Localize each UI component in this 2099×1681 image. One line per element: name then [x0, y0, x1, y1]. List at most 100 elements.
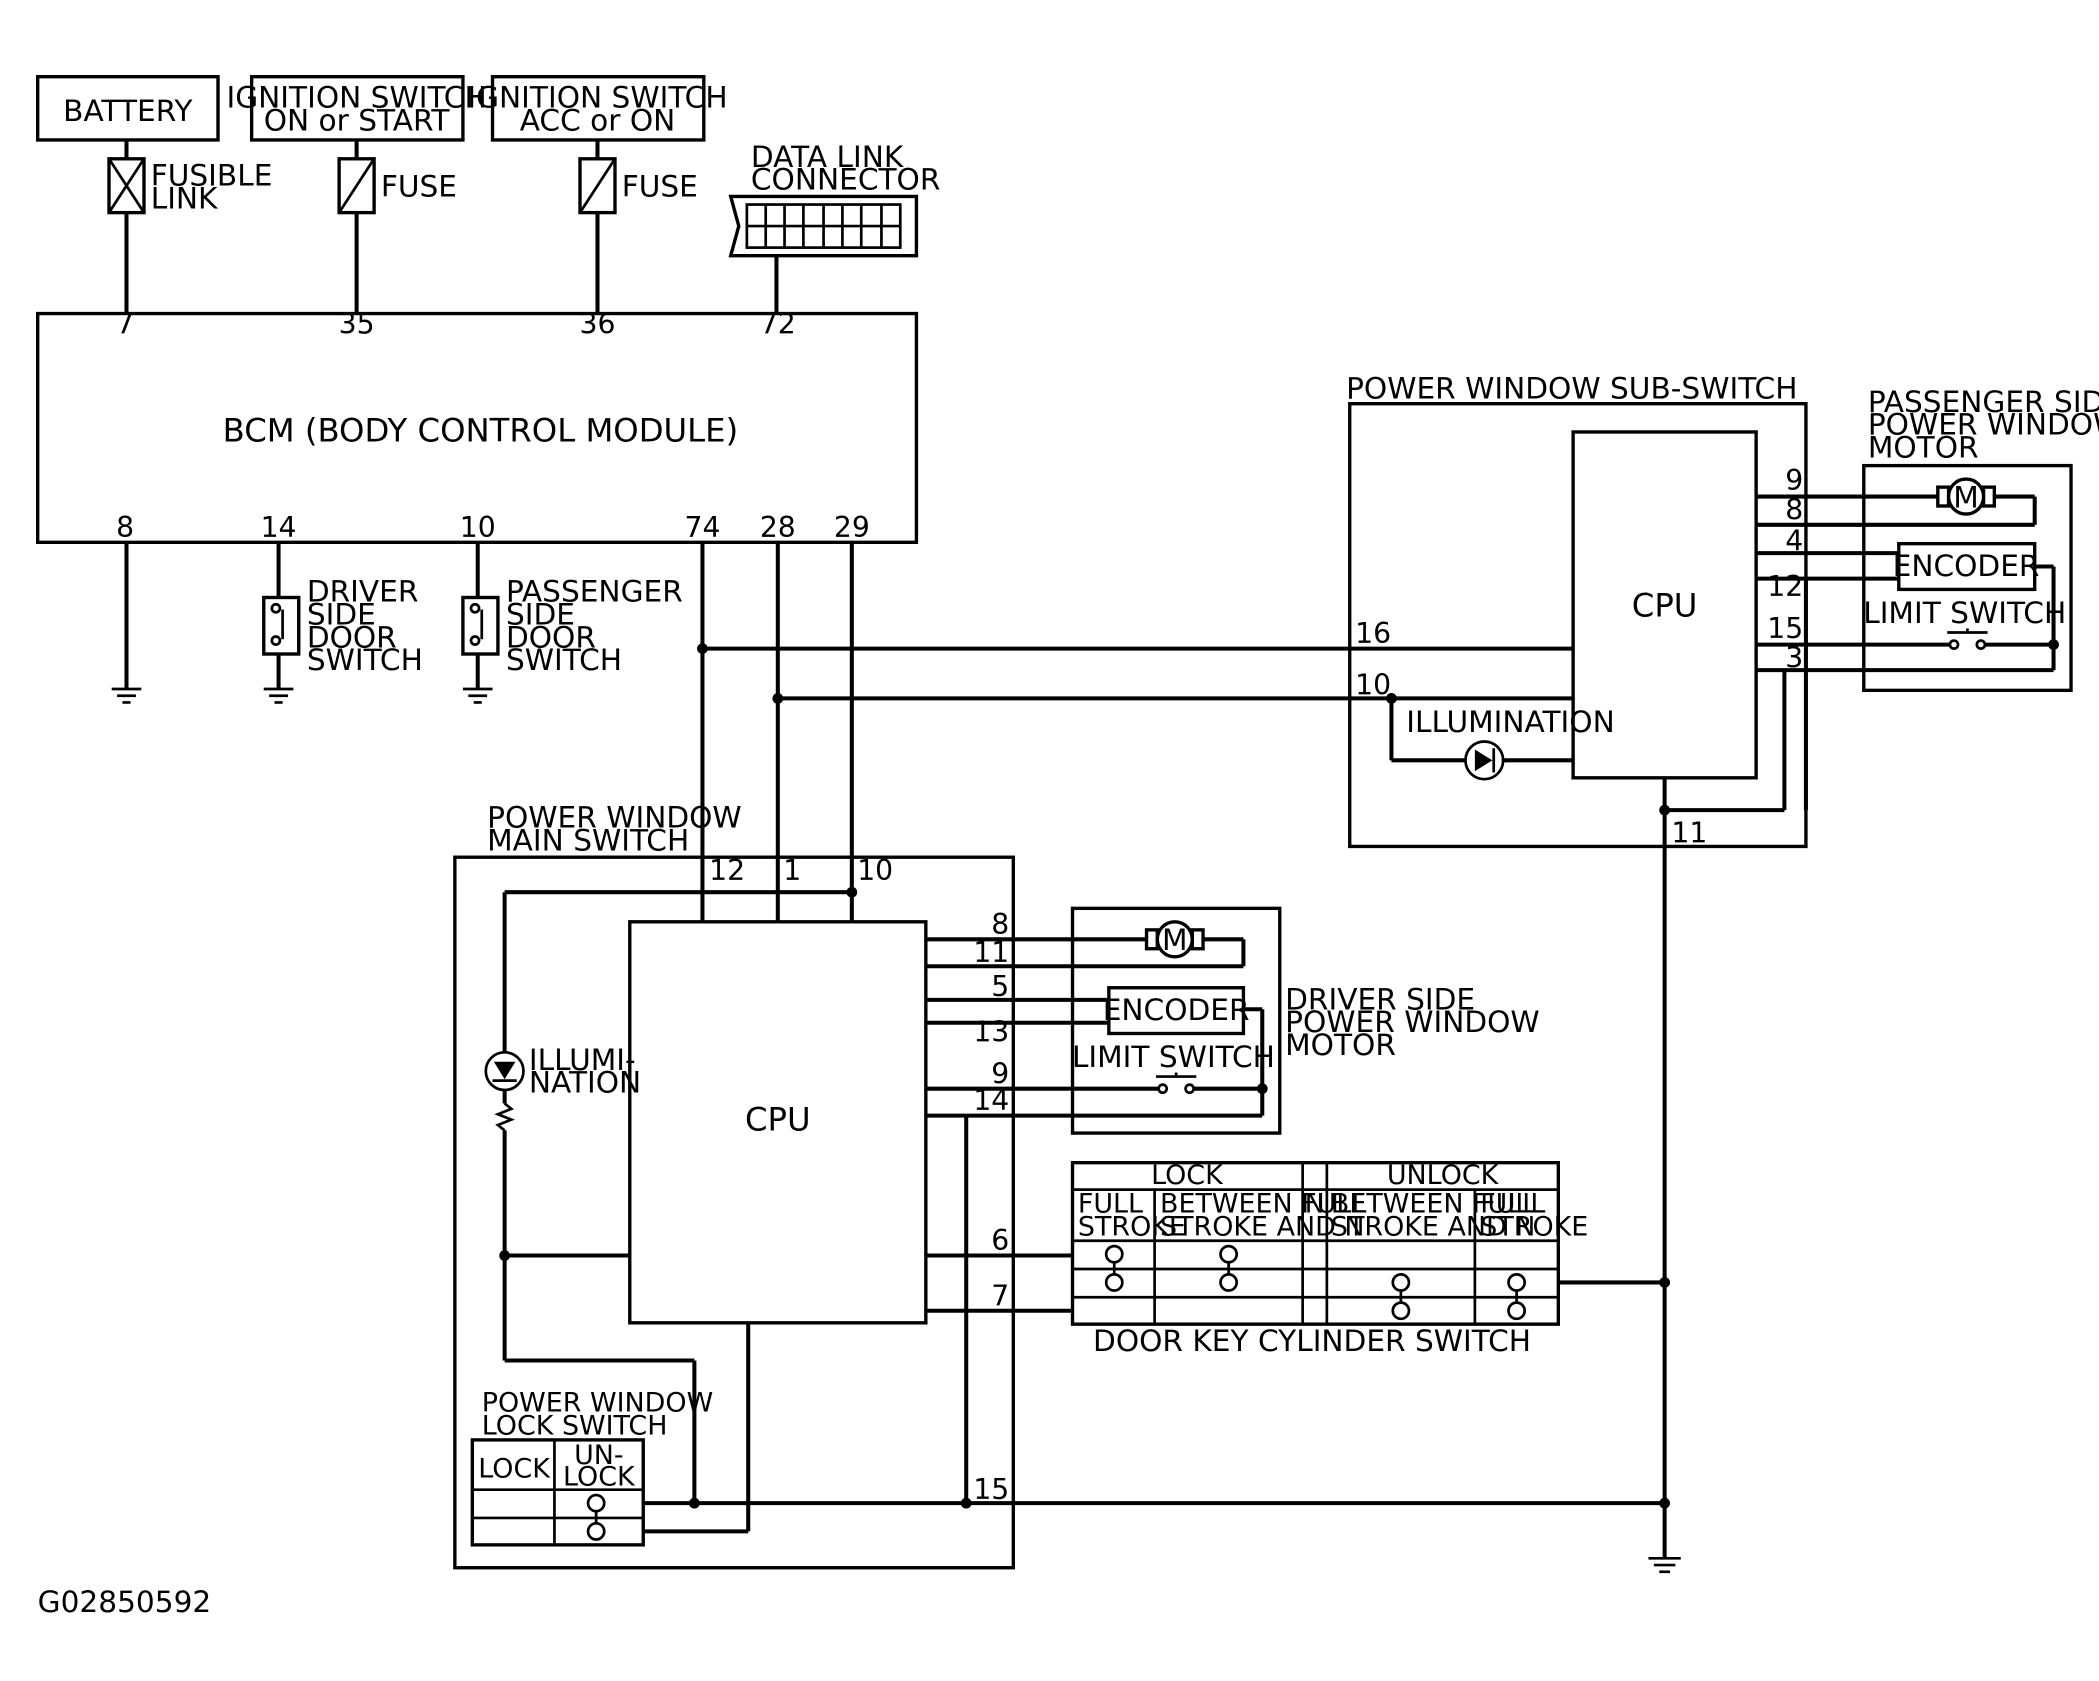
fuse-label-2: FUSE	[622, 169, 698, 203]
figure-id: G02850592	[38, 1585, 212, 1619]
main-pin-6: 6	[991, 1224, 1009, 1257]
main-switch-cpu-label: CPU	[745, 1100, 811, 1138]
driver-door-label-2: SIDE	[307, 597, 376, 631]
bcm-pin-36: 36	[580, 308, 616, 341]
main-ground	[1648, 810, 1681, 1574]
passenger-limit-switch-label: LIMIT SWITCH	[1863, 596, 2066, 630]
fuse-ignition-on-start: FUSE	[337, 139, 457, 314]
power-window-sub-switch: POWER WINDOW SUB-SWITCH CPU 16 10 ILLUMI…	[1346, 371, 1808, 849]
dlc-label-1: DATA LINK	[751, 140, 905, 174]
data-link-connector: DATA LINK CONNECTOR	[728, 140, 940, 314]
driver-door-switch: DRIVER SIDE DOOR SWITCH	[262, 542, 423, 704]
ign-on-start-label-1: IGNITION SWITCH	[227, 81, 487, 115]
fuse-ignition-acc-on: FUSE	[578, 139, 698, 314]
main-pin-5: 5	[991, 970, 1009, 1003]
bcm: BCM (BODY CONTROL MODULE) 7 35 36 72 8 1…	[35, 308, 919, 544]
fuse-label-1: FUSE	[381, 169, 457, 203]
bcm-pin-14: 14	[261, 511, 297, 544]
main-pin-10: 10	[857, 854, 893, 887]
door-key-lock-between-1: BETWEEN FULL	[1160, 1188, 1366, 1219]
ign-acc-on-label-2: ACC or ON	[520, 104, 676, 138]
battery-label: BATTERY	[63, 94, 193, 128]
door-key-unlock-full-1: FULL	[1480, 1188, 1545, 1219]
passenger-motor-title-1: PASSENGER SIDE	[1868, 385, 2099, 419]
door-key-cylinder-switch: LOCK UNLOCK N FULL STROKE BETWEEN FULL S…	[925, 1160, 1671, 1358]
ignition-switch-on-start: IGNITION SWITCH ON or START	[227, 75, 487, 142]
lock-switch-lock-label: LOCK	[478, 1454, 551, 1485]
sub-switch-cpu-label: CPU	[1632, 586, 1698, 624]
power-window-main-switch: POWER WINDOW MAIN SWITCH CPU 12 1 10 ILL…	[453, 801, 1015, 1570]
sub-pin-4: 4	[1785, 524, 1803, 557]
door-key-n-header: N	[1305, 1188, 1325, 1219]
ground-bcm-pin-8	[111, 542, 142, 704]
passenger-motor-title-2: POWER WINDOW	[1868, 408, 2099, 442]
door-key-title: DOOR KEY CYLINDER SWITCH	[1093, 1324, 1531, 1358]
sub-pin-3: 3	[1785, 641, 1803, 674]
main-pin-15: 15	[973, 1473, 1009, 1506]
passenger-motor-title-3: MOTOR	[1868, 431, 1979, 465]
driver-door-label-4: SWITCH	[307, 643, 423, 677]
lock-switch-title-2: LOCK SWITCH	[482, 1411, 668, 1442]
passenger-door-switch: PASSENGER SIDE DOOR SWITCH	[461, 542, 683, 704]
door-key-lock-header: LOCK	[1151, 1160, 1224, 1191]
bcm-pin-29: 29	[834, 511, 870, 544]
main-pin-7: 7	[991, 1279, 1009, 1312]
door-key-unlock-between-1: BETWEEN FULL	[1331, 1188, 1537, 1219]
door-key-lock-between-2: STROKE AND N	[1160, 1211, 1365, 1242]
ign-acc-on-label-1: IGNITION SWITCH	[467, 81, 727, 115]
bcm-pin-72: 72	[760, 308, 796, 341]
sub-pin-12: 12	[1767, 570, 1803, 603]
driver-limit-switch-label: LIMIT SWITCH	[1072, 1040, 1275, 1074]
passenger-door-label-4: SWITCH	[506, 643, 622, 677]
bcm-pin-10: 10	[460, 511, 496, 544]
ignition-switch-acc-on: IGNITION SWITCH ACC or ON	[467, 75, 728, 142]
main-pin-13: 13	[973, 1016, 1009, 1049]
main-pin-9: 9	[991, 1057, 1009, 1090]
driver-encoder-label: ENCODER	[1103, 993, 1250, 1027]
fusible-label-2: LINK	[151, 182, 219, 216]
driver-motor-title-2: POWER WINDOW	[1285, 1005, 1540, 1039]
sub-pin-9: 9	[1785, 464, 1803, 497]
passenger-window-motor: PASSENGER SIDE POWER WINDOW MOTOR M ENCO…	[1664, 385, 2099, 813]
door-key-lock-full-1: FULL	[1078, 1188, 1143, 1219]
battery-source: BATTERY	[35, 75, 220, 142]
bcm-pin-35: 35	[339, 308, 375, 341]
door-key-unlock-header: UNLOCK	[1387, 1160, 1500, 1191]
bcm-pin-7: 7	[116, 308, 134, 341]
sub-pin-8: 8	[1785, 493, 1803, 526]
door-key-unlock-full-2: STROKE	[1480, 1211, 1588, 1242]
lock-switch-unlock-label-1: UN-	[574, 1440, 624, 1471]
main-switch-title-1: POWER WINDOW	[487, 801, 742, 835]
sub-switch-title: POWER WINDOW SUB-SWITCH	[1346, 371, 1797, 405]
main-illumination-label-2: NATION	[529, 1066, 641, 1100]
sub-pin-15: 15	[1767, 612, 1803, 645]
driver-door-label-3: DOOR	[307, 620, 397, 654]
passenger-door-label-3: DOOR	[506, 620, 596, 654]
bcm-pin-74: 74	[684, 511, 720, 544]
sub-illumination-label: ILLUMINATION	[1406, 705, 1614, 739]
lock-switch-title-1: POWER WINDOW	[482, 1388, 713, 1419]
driver-door-label-1: DRIVER	[307, 575, 419, 609]
bcm-label: BCM (BODY CONTROL MODULE)	[223, 411, 739, 449]
fusible-link: FUSIBLE LINK	[107, 139, 273, 314]
fusible-label-1: FUSIBLE	[151, 159, 273, 193]
bcm-pin-28: 28	[760, 511, 796, 544]
main-pin-8: 8	[991, 908, 1009, 941]
driver-motor-symbol: M	[1162, 923, 1188, 957]
main-pin-1: 1	[783, 854, 801, 887]
main-pin-11: 11	[973, 936, 1009, 969]
main-pin-12: 12	[709, 854, 745, 887]
driver-motor-title-1: DRIVER SIDE	[1285, 982, 1475, 1016]
main-illumination-label-1: ILLUMI-	[529, 1043, 636, 1077]
passenger-encoder-label: ENCODER	[1893, 549, 2040, 583]
passenger-door-label-1: PASSENGER	[506, 575, 683, 609]
power-window-lock-switch: POWER WINDOW LOCK SWITCH LOCK UN- LOCK	[470, 1388, 1665, 1547]
door-key-unlock-between-2: STROKE AND N	[1331, 1211, 1536, 1242]
sub-pin-10: 10	[1355, 668, 1391, 701]
passenger-door-label-2: SIDE	[506, 597, 575, 631]
sub-pin-16: 16	[1355, 617, 1391, 650]
passenger-motor-symbol: M	[1953, 480, 1979, 514]
ign-on-start-label-2: ON or START	[264, 104, 451, 138]
door-key-lock-full-2: STROKE	[1078, 1211, 1186, 1242]
